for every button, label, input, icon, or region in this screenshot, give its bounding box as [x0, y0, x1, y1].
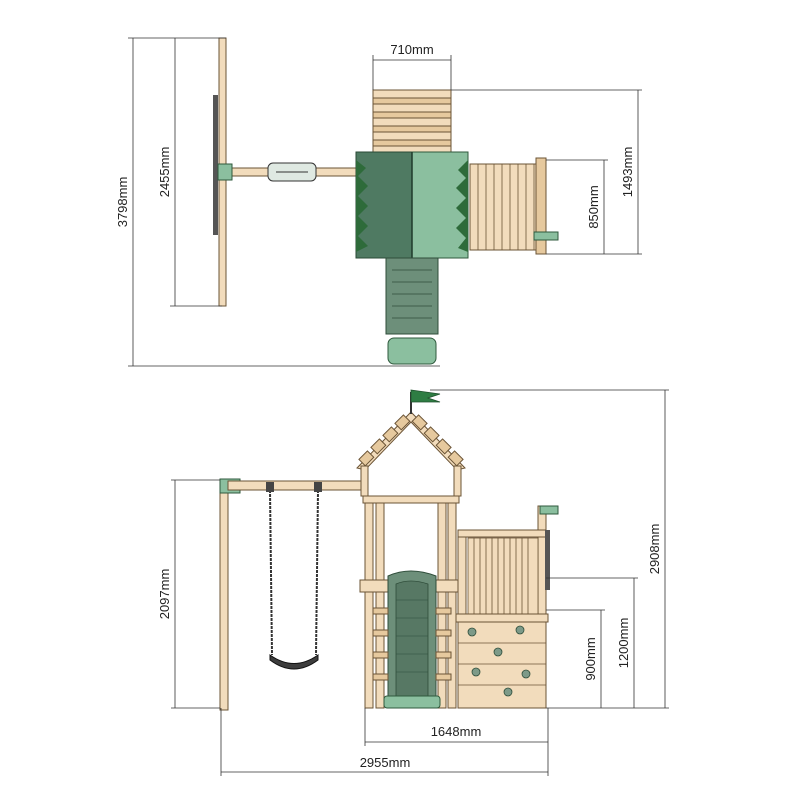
slide-exit: [383, 695, 441, 709]
dim-overall-depth: 3798mm: [115, 37, 440, 367]
swing-frame-leg-shadow: [213, 95, 218, 235]
climbing-hold-icon: [471, 667, 481, 677]
swing-top-beam: [227, 480, 365, 491]
dim-side-deck-depth-label: 850mm: [586, 185, 601, 228]
upper-deck-board-2: [372, 111, 452, 119]
swing-post: [219, 479, 229, 711]
swing-hanger-left: [266, 482, 274, 492]
tower-crossbar-top: [362, 495, 460, 504]
swing-chain-right: [315, 489, 319, 656]
dim-tower-width: 1648mm: [364, 708, 549, 746]
tower-lower-rungs: [372, 607, 452, 681]
dim-overall-height: 2908mm: [430, 389, 669, 708]
side-module-top-rail: [457, 529, 547, 538]
dim-overall-width: 2955mm: [220, 708, 549, 776]
top-view: 710mm 3798mm 2455mm 1493mm 850mm: [115, 37, 642, 367]
roof-post-left: [360, 465, 369, 497]
side-module-wall-slats: [467, 537, 539, 615]
dim-module-depth-label: 1493mm: [620, 147, 635, 198]
swing-chain-left: [269, 489, 273, 656]
dim-side-deck-depth: 850mm: [546, 159, 608, 254]
climbing-hold-icon: [493, 647, 503, 657]
climbing-hold-icon: [467, 627, 477, 637]
roof-left-ridge-teeth: [356, 160, 368, 252]
slide-plan-ribs: [392, 269, 432, 319]
roof-post-right: [453, 465, 462, 497]
dim-side-wall-height-label: 1200mm: [616, 618, 631, 669]
swing-hanger-right: [314, 482, 322, 492]
dim-tower-width-label: 1648mm: [431, 724, 482, 739]
upper-deck-board-1: [372, 97, 452, 105]
roof-gable: [356, 411, 466, 471]
dim-overall-width-label: 2955mm: [360, 755, 411, 770]
dim-side-wall-height: 1200mm: [546, 577, 638, 708]
tower-post-left-outer: [364, 495, 374, 709]
slide-plan: [385, 257, 439, 335]
upper-deck-board-4: [372, 139, 452, 147]
climbing-hold-icon: [521, 669, 531, 679]
dim-platform-height-label: 900mm: [583, 637, 598, 680]
roof-right-ridge-teeth: [456, 160, 468, 252]
slide-ribs: [396, 599, 428, 673]
side-module-platform: [455, 613, 549, 623]
dim-module-depth: 1493mm: [451, 89, 642, 255]
dim-swing-beam-label: 2455mm: [157, 147, 172, 198]
dim-deck-width-label: 710mm: [390, 42, 433, 57]
swing-seat: [269, 654, 319, 670]
climbing-wall-boards: [458, 642, 546, 686]
climbing-holds: [467, 625, 531, 697]
roof-shingles-left: [358, 414, 411, 467]
slide-inner: [395, 580, 429, 697]
dim-swing-beam: 2455mm: [157, 38, 222, 307]
dim-overall-height-label: 2908mm: [647, 524, 662, 575]
dim-swing-height: 2097mm: [157, 479, 220, 709]
slide-plan-exit: [387, 337, 437, 365]
side-deck-plan: [469, 163, 547, 251]
swing-beam-bracket: [217, 163, 233, 181]
roof-shingles-right: [411, 414, 464, 467]
telescope: [539, 505, 559, 515]
dim-platform-height: 900mm: [546, 609, 605, 708]
steering-handle: [545, 530, 550, 590]
side-deck-rail: [535, 157, 547, 255]
telescope-plan: [533, 231, 559, 241]
flag: [410, 389, 441, 403]
upper-deck-board-3: [372, 125, 452, 133]
climbing-hold-icon: [503, 687, 513, 697]
dim-overall-depth-label: 3798mm: [115, 177, 130, 228]
climbing-hold-icon: [515, 625, 525, 635]
dim-swing-height-label: 2097mm: [157, 569, 172, 620]
dim-deck-width: 710mm: [372, 42, 452, 90]
front-view: 2908mm 2097mm 1200mm 900mm 1648mm: [157, 389, 669, 776]
